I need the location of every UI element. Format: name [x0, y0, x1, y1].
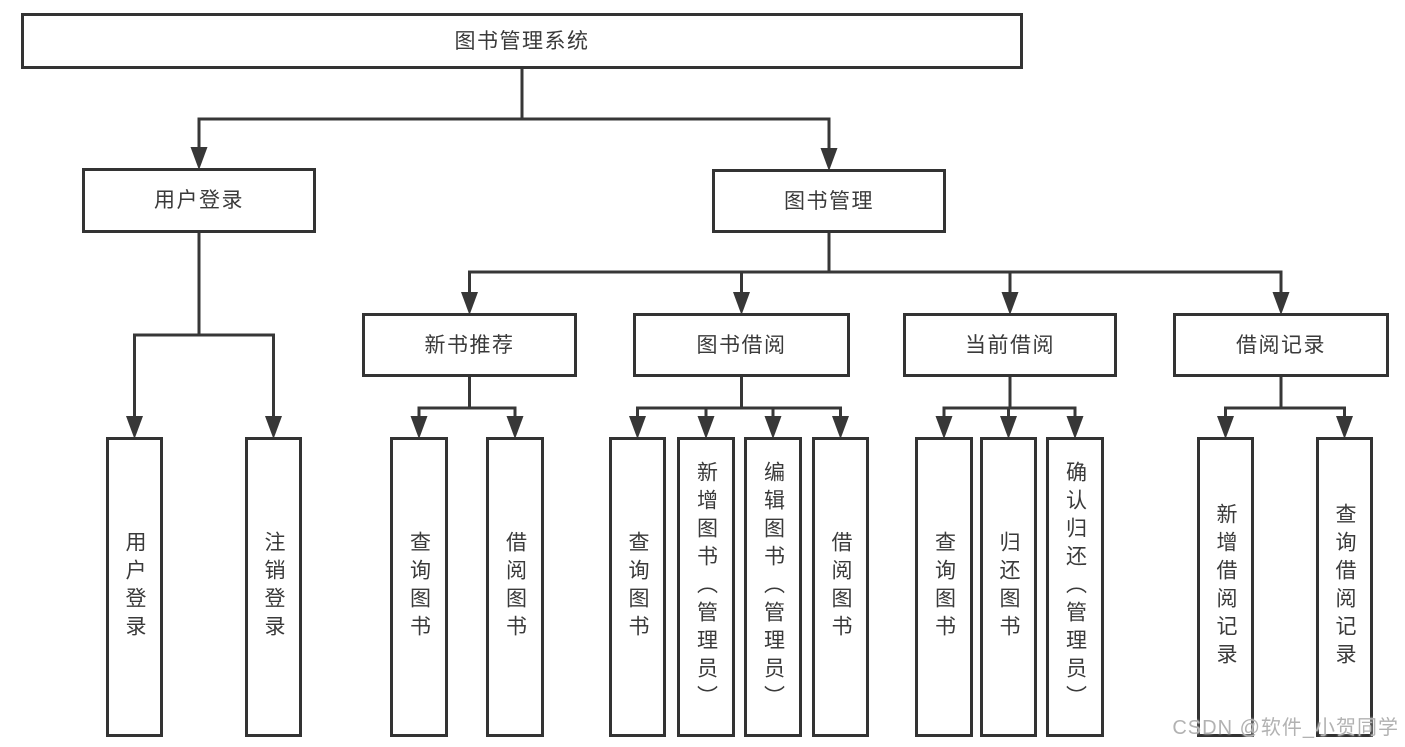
diagram-node-ul_login: 用户登录: [106, 437, 163, 737]
diagram-node-label: 归还图书: [997, 531, 1020, 643]
diagram-node-label: 新增借阅记录: [1214, 503, 1237, 671]
connector-arrowhead: [1066, 416, 1084, 439]
diagram-node-label: 用户登录: [123, 531, 146, 643]
diagram-node-label: 查询借阅记录: [1333, 503, 1356, 671]
connector-arrowhead: [697, 416, 715, 439]
diagram-node-root: 图书管理系统: [21, 13, 1023, 69]
connector-arrowhead: [629, 416, 646, 439]
diagram-node-label: 编辑图书（管理员）: [761, 461, 785, 713]
connector-arrowhead: [820, 148, 838, 171]
watermark-text: CSDN @软件_小贺同学: [1172, 717, 1399, 739]
diagram-node-label: 图书管理: [784, 189, 874, 213]
connector-arrowhead: [126, 416, 143, 439]
connector-arrowhead: [410, 416, 428, 439]
diagram-node-label: 当前借阅: [965, 333, 1055, 357]
connector-arrowhead: [1000, 416, 1017, 439]
diagram-node-br_add: 新增借阅记录: [1197, 437, 1254, 737]
diagram-node-label: 图书借阅: [696, 333, 787, 357]
diagram-node-nbr_query: 查询图书: [390, 437, 448, 737]
connector-arrowhead: [1217, 416, 1234, 439]
diagram-node-book_mgmt: 图书管理: [712, 169, 946, 233]
diagram-node-nbr_borrow: 借阅图书: [486, 437, 544, 737]
connector-arrowhead: [764, 416, 782, 439]
diagram-node-label: 查询图书: [407, 531, 431, 643]
diagram-node-label: 用户登录: [154, 189, 244, 212]
diagram-node-label: 图书管理系统: [454, 29, 590, 53]
diagram-node-user_login: 用户登录: [82, 168, 316, 233]
diagram-node-new_book_rec: 新书推荐: [362, 313, 577, 377]
diagram-node-label: 查询图书: [932, 531, 956, 643]
connector-arrowhead: [461, 292, 478, 315]
diagram-node-label: 新增图书（管理员）: [694, 461, 718, 713]
diagram-node-bb_borrow: 借阅图书: [812, 437, 869, 737]
connector-arrowhead: [1336, 416, 1353, 439]
diagram-node-label: 借阅图书: [503, 531, 527, 643]
diagram-node-cb_query: 查询图书: [915, 437, 973, 737]
connector-arrowhead: [190, 147, 208, 170]
connector-arrowhead: [1001, 292, 1019, 315]
diagram-node-cb_confirm: 确认归还（管理员）: [1046, 437, 1104, 737]
diagram-node-label: 借阅记录: [1236, 333, 1326, 357]
connector-arrowhead: [832, 416, 849, 439]
diagram-node-label: 新书推荐: [424, 333, 515, 357]
connector-arrowhead: [1272, 292, 1290, 315]
diagram-node-label: 查询图书: [626, 531, 649, 643]
diagram-node-bb_query: 查询图书: [609, 437, 666, 737]
diagram-node-bb_edit: 编辑图书（管理员）: [744, 437, 802, 737]
connector-arrowhead: [265, 416, 282, 439]
diagram-node-book_borrow: 图书借阅: [633, 313, 850, 377]
connector-arrowhead: [935, 416, 953, 439]
diagram-node-bb_add: 新增图书（管理员）: [677, 437, 735, 737]
diagram-node-cb_return: 归还图书: [980, 437, 1037, 737]
diagram-node-label: 注销登录: [262, 531, 285, 643]
diagram-node-label: 借阅图书: [829, 531, 852, 643]
diagram-node-current_borrow: 当前借阅: [903, 313, 1117, 377]
diagram-node-label: 确认归还（管理员）: [1063, 461, 1087, 713]
connector-arrowhead: [733, 292, 750, 315]
diagram-node-borrow_record: 借阅记录: [1173, 313, 1389, 377]
diagram-node-br_query: 查询借阅记录: [1316, 437, 1373, 737]
diagram-node-ul_logout: 注销登录: [245, 437, 302, 737]
connector-arrowhead: [506, 416, 524, 439]
